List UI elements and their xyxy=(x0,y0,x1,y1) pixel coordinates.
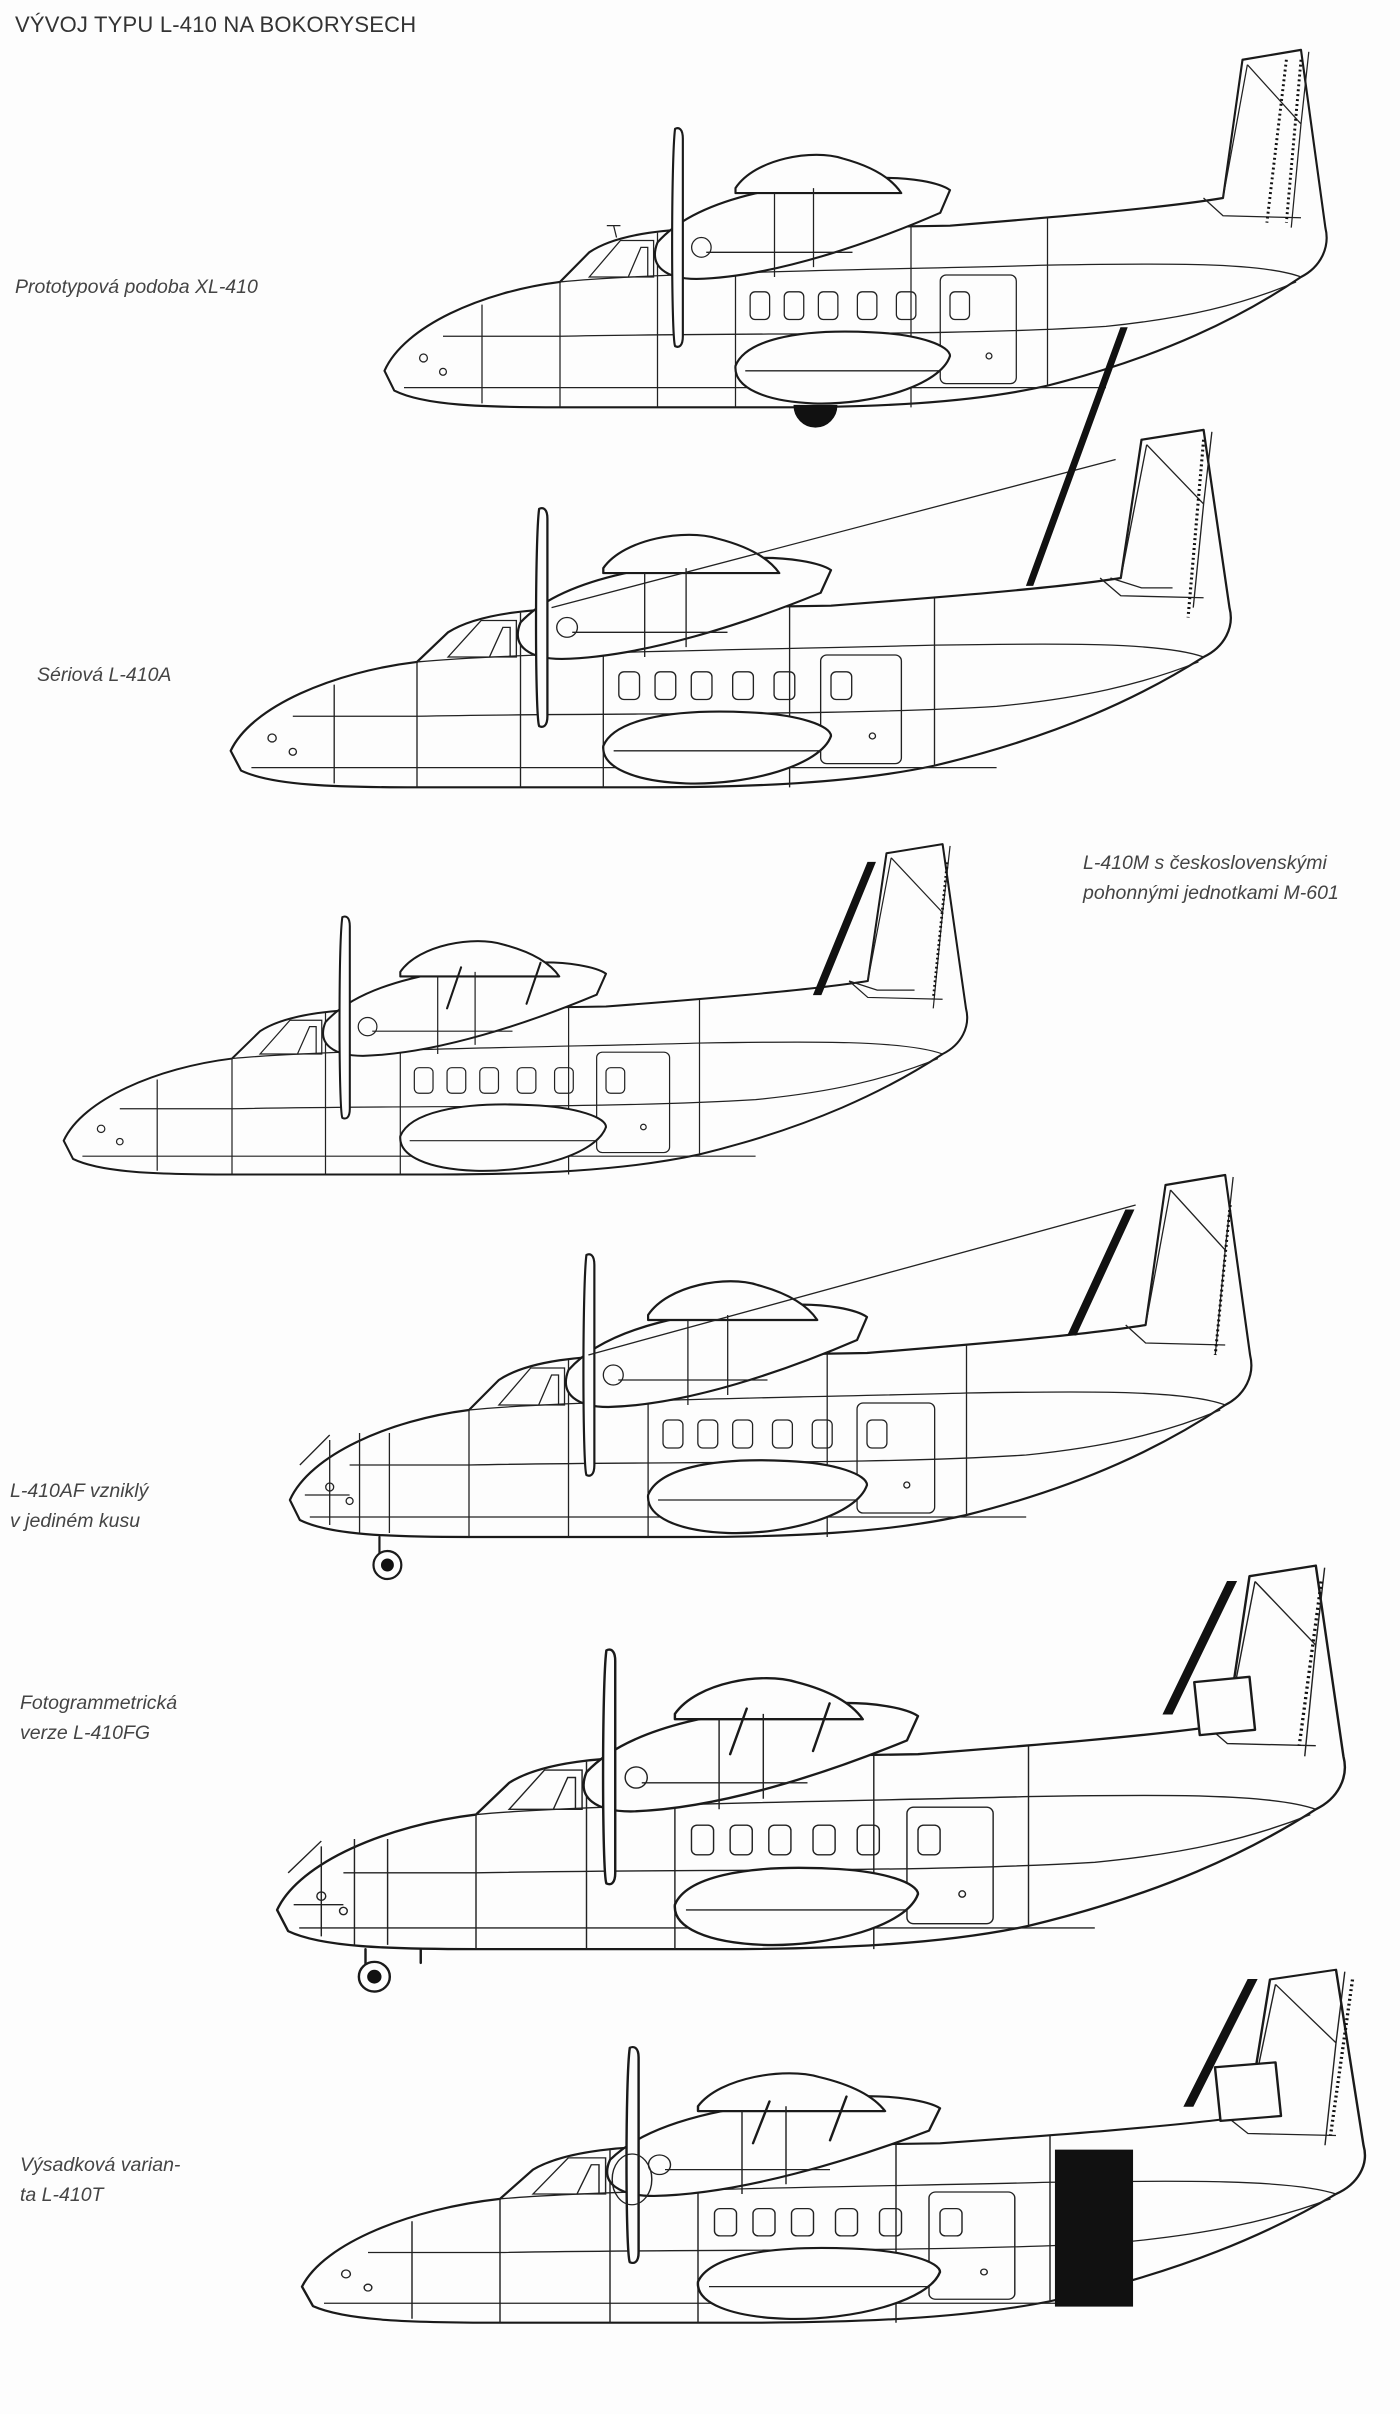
caption-line: ta L-410T xyxy=(20,2184,104,2206)
caption-l-410fg: Fotogrammetrická verze L-410FG xyxy=(20,1688,177,1748)
caption-line: Výsadková varian- xyxy=(20,2154,181,2176)
aircraft-drawing-l-410af xyxy=(270,1165,1265,1585)
aircraft-side-view-icon xyxy=(62,843,969,1176)
caption-line: Prototypová podoba XL-410 xyxy=(15,276,258,298)
aircraft-drawing-l-410fg xyxy=(255,1555,1360,2000)
aircraft-drawing-l-410t xyxy=(280,1960,1380,2350)
aircraft-side-view-icon xyxy=(288,1173,1253,1581)
page-title: VÝVOJ TYPU L-410 NA BOKORYSECH xyxy=(15,12,417,37)
aircraft-drawing-l-410a xyxy=(210,327,1245,815)
caption-line: L-410AF vzniklý xyxy=(10,1480,149,1502)
caption-line: Fotogrammetrická xyxy=(20,1692,178,1714)
aircraft-drawing-xl-410 xyxy=(365,40,1340,435)
caption-line: L-410M s československými xyxy=(1083,852,1327,874)
caption-l-410af: L-410AF vzniklý v jediném kusu xyxy=(10,1476,148,1536)
caption-xl-410: Prototypová podoba XL-410 xyxy=(15,272,258,302)
caption-l-410a: Sériová L-410A xyxy=(37,660,171,690)
aircraft-drawing-l-410m xyxy=(45,835,980,1200)
caption-line: pohonnými jednotkami M-601 xyxy=(1083,882,1339,904)
caption-line: verze L-410FG xyxy=(20,1722,151,1744)
caption-line: Sériová L-410A xyxy=(37,664,172,686)
caption-l-410m: L-410M s československými pohonnými jedn… xyxy=(1083,848,1383,908)
caption-l-410t: Výsadková varian- ta L-410T xyxy=(20,2150,180,2210)
aircraft-side-view-icon xyxy=(383,48,1328,428)
aircraft-side-view-icon xyxy=(275,1564,1347,1993)
aircraft-side-view-icon xyxy=(300,1968,1367,2324)
aircraft-side-view-icon xyxy=(229,327,1232,789)
caption-line: v jediném kusu xyxy=(10,1510,141,1532)
